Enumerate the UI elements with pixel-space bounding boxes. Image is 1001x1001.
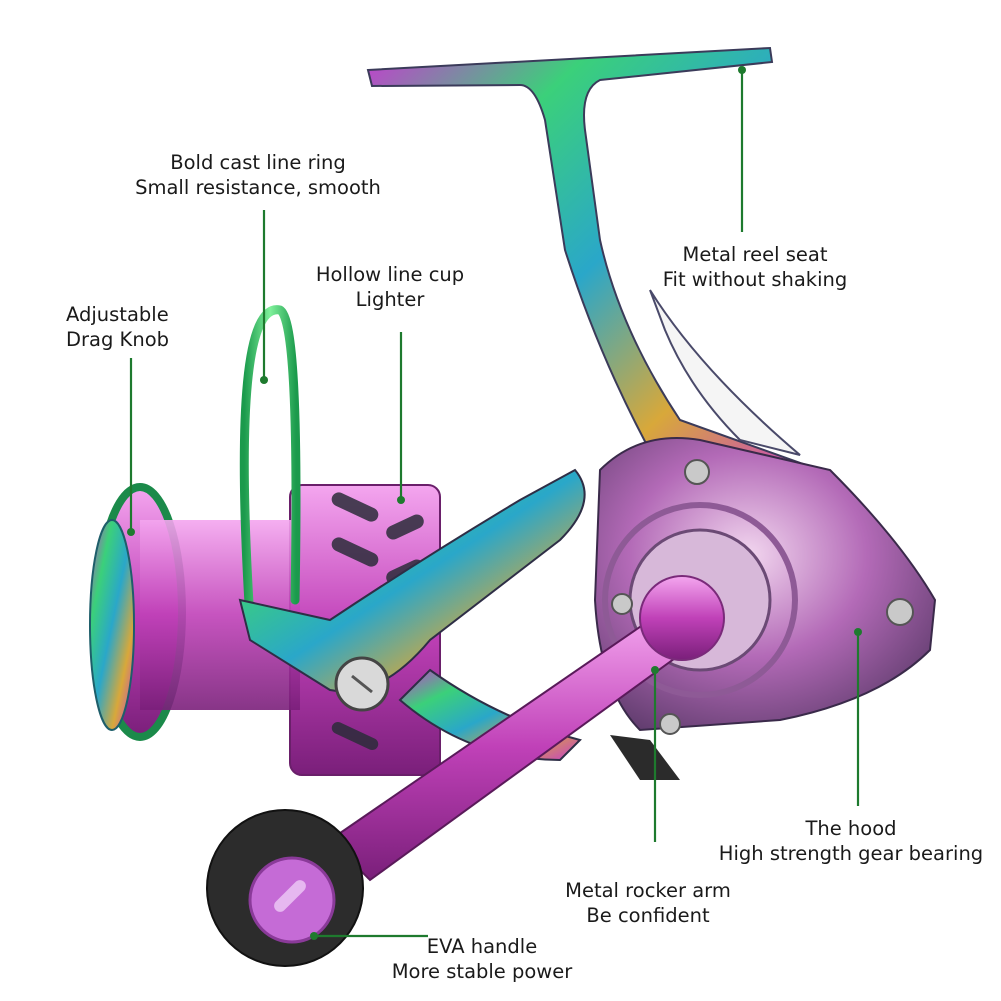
- label-cast-line-ring: Bold cast line ring Small resistance, sm…: [128, 150, 388, 200]
- label-drag-knob-title: Adjustable: [66, 303, 169, 326]
- cast-line-ring-shape: [239, 305, 301, 625]
- label-hollow-line-cup-title: Hollow line cup: [315, 263, 465, 286]
- label-metal-reel-seat-sub: Fit without shaking: [662, 268, 848, 291]
- label-cast-line-ring-title: Bold cast line ring: [170, 151, 346, 174]
- label-eva-handle-sub: More stable power: [391, 960, 573, 983]
- label-metal-reel-seat-title: Metal reel seat: [682, 243, 828, 266]
- label-hood-title: The hood: [805, 817, 897, 840]
- label-rocker-arm: Metal rocker arm Be confident: [548, 878, 748, 928]
- label-rocker-arm-title: Metal rocker arm: [565, 879, 731, 902]
- seat-window: [649, 289, 801, 456]
- label-hollow-line-cup: Hollow line cup Lighter: [302, 262, 478, 312]
- label-drag-knob: Adjustable Drag Knob: [66, 302, 196, 352]
- label-metal-reel-seat: Metal reel seat Fit without shaking: [650, 242, 860, 292]
- label-eva-handle: EVA handle More stable power: [382, 934, 582, 984]
- label-eva-handle-title: EVA handle: [426, 935, 538, 958]
- label-cast-line-ring-sub: Small resistance, smooth: [135, 176, 381, 199]
- label-drag-knob-sub: Drag Knob: [66, 328, 170, 351]
- label-hood: The hood High strength gear bearing: [706, 816, 996, 866]
- label-hollow-line-cup-sub: Lighter: [355, 288, 425, 311]
- label-rocker-arm-sub: Be confident: [586, 904, 710, 927]
- label-hood-sub: High strength gear bearing: [718, 842, 984, 865]
